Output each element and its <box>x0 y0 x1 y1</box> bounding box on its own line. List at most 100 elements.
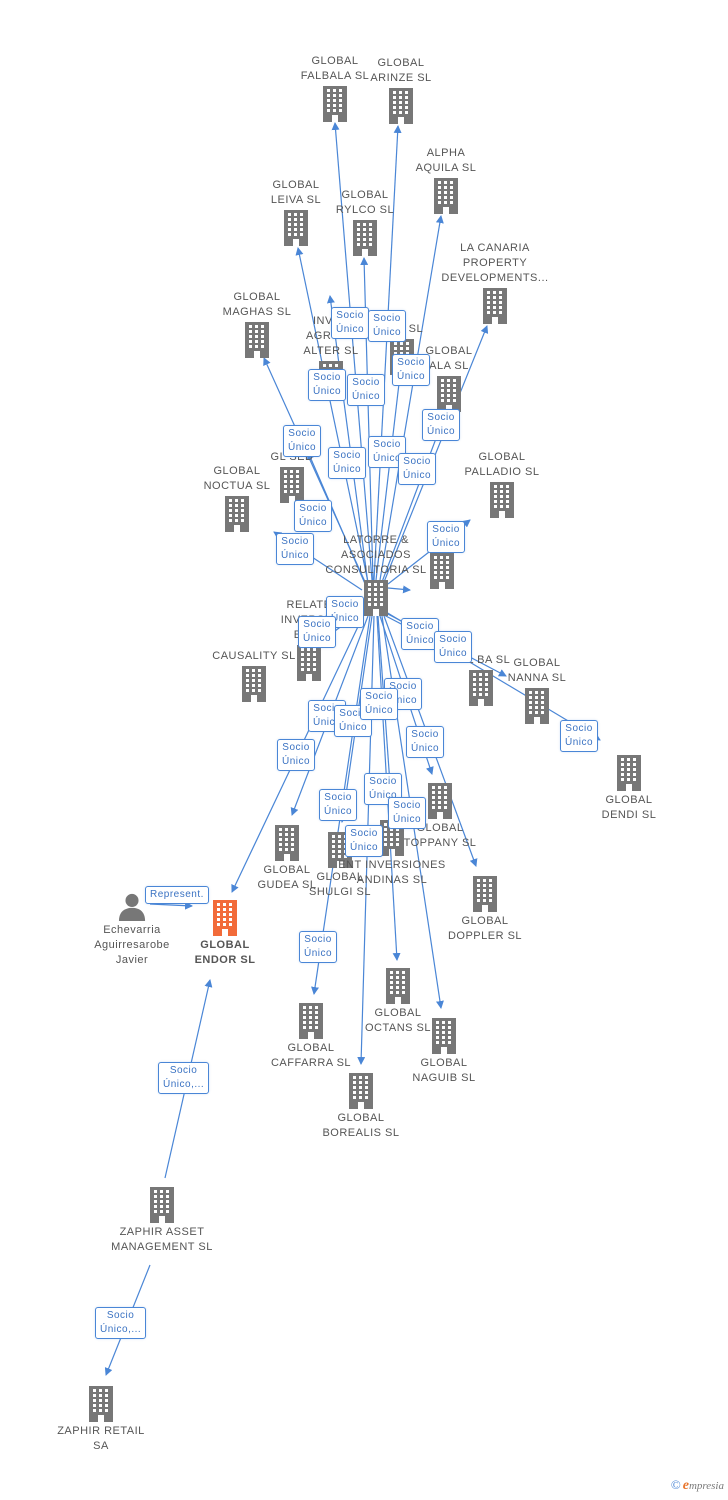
building-icon <box>525 688 549 724</box>
edge-label-line: Socio <box>282 742 310 753</box>
node-dendi[interactable]: GLOBAL DENDI SL <box>589 755 669 823</box>
node-echevarria[interactable]: Echevarria Aguirresarobe Javier <box>77 893 187 968</box>
node-label: GLOBAL ARINZE SL <box>370 57 432 84</box>
node-andinas[interactable]: ENT INVERSIONES ANDINAS SL <box>337 820 447 888</box>
building-icon <box>428 783 452 819</box>
edge-label-line: Socio <box>406 621 434 632</box>
node-borealis[interactable]: GLOBAL BOREALIS SL <box>311 1073 411 1141</box>
node-rylco[interactable]: GLOBAL RYLCO SL <box>330 188 400 256</box>
brand-initial: e <box>682 1478 689 1493</box>
node-nanna[interactable]: GLOBAL NANNA SL <box>497 656 577 724</box>
edge-label-line: Socio <box>403 456 431 467</box>
edge-label-line: Único <box>369 790 398 801</box>
edge-label-line: Socio <box>331 599 359 610</box>
edge-latorre-to-inver <box>326 295 369 585</box>
node-label: LATORRE & ASOCIADOS CONSULTORIA SL <box>325 534 427 576</box>
building-icon <box>89 1386 113 1422</box>
building-icon <box>299 1003 323 1039</box>
edge-label-l30[interactable]: Represent. <box>145 886 209 904</box>
node-zaphir_am[interactable]: ZAPHIR ASSET MANAGEMENT SL <box>107 1187 217 1255</box>
node-gudea[interactable]: GLOBAL GUDEA SL <box>247 825 327 893</box>
edge-echevarria-to-endor <box>149 901 193 910</box>
edge-label-line: Socio <box>106 1310 135 1321</box>
node-naguib[interactable]: GLOBAL NAGUIB SL <box>399 1018 489 1086</box>
node-label: GLOBAL ALA SL <box>425 345 473 372</box>
node-label: GLOBAL LEIVA SL <box>270 179 322 206</box>
node-leiva[interactable]: GLOBAL LEIVA SL <box>261 178 331 246</box>
node-label: GLOBAL GUDEA SL <box>257 864 317 891</box>
edge-label-line: Socio <box>369 776 397 787</box>
edge-label-line: Socio <box>389 681 417 692</box>
node-falbala[interactable]: GLOBAL FALBALA SL <box>295 54 375 122</box>
node-ala[interactable]: GLOBAL ALA SL <box>414 344 484 412</box>
building-icon <box>364 580 388 616</box>
edge-label-line: Socio <box>169 1065 198 1076</box>
building-icon <box>430 553 454 589</box>
edge-label-line: Único <box>299 517 328 528</box>
node-doppler[interactable]: GLOBAL DOPPLER SL <box>440 876 530 944</box>
edge-label-line: Único <box>313 717 342 728</box>
node-label: GLOBAL TOPPANY SL <box>403 822 477 849</box>
edge-label-line: Único <box>403 470 432 481</box>
edge-label-line: Único <box>313 386 342 397</box>
node-alpha[interactable]: ALPHA AQUILA SL <box>406 146 486 214</box>
node-arinze[interactable]: GLOBAL ARINZE SL <box>366 56 436 124</box>
node-latorre[interactable]: LATORRE & ASOCIADOS CONSULTORIA SL <box>321 533 431 616</box>
node-noctua[interactable]: GLOBAL NOCTUA SL <box>197 464 277 532</box>
node-label: GLOBAL NOCTUA SL <box>203 465 271 492</box>
edge-label-line: Socio <box>411 729 439 740</box>
node-causality[interactable]: CAUSALITY SL <box>199 649 309 702</box>
node-canaria[interactable]: LA CANARIA PROPERTY DEVELOPMENTS... <box>440 241 550 324</box>
node-label: GLOBAL FALBALA SL <box>300 55 370 82</box>
edge-latorre-to-to <box>387 585 411 594</box>
edge-label-line: Único <box>281 550 310 561</box>
node-caffarra[interactable]: GLOBAL CAFFARRA SL <box>261 1003 361 1071</box>
node-label: GLOBAL PALLADIO SL <box>464 451 540 478</box>
building-icon <box>353 220 377 256</box>
edge-label-line: Socio <box>324 792 352 803</box>
edge-label-line: Único <box>304 948 333 959</box>
building-icon <box>473 876 497 912</box>
node-toppany[interactable]: GLOBAL TOPPANY SL <box>395 783 485 851</box>
edge-label-line: Socio <box>352 377 380 388</box>
building-icon <box>323 86 347 122</box>
main-company-building-icon <box>213 900 237 936</box>
node-label: GLOBAL DOPPLER SL <box>447 915 523 942</box>
node-octans[interactable]: GLOBAL OCTANS SL <box>358 968 438 1036</box>
edge-label-line: Socio <box>299 503 327 514</box>
building-icon <box>469 670 493 706</box>
node-endor[interactable]: GLOBAL ENDOR SL <box>180 900 270 968</box>
node-maghas[interactable]: GLOBAL MAGHAS SL <box>217 290 297 358</box>
node-palladio[interactable]: GLOBAL PALLADIO SL <box>457 450 547 518</box>
edge-label-line: Único <box>432 538 461 549</box>
edge-label-line: Único,... <box>100 1324 142 1335</box>
node-zaphir_retail[interactable]: ZAPHIR RETAIL SA <box>56 1386 146 1454</box>
